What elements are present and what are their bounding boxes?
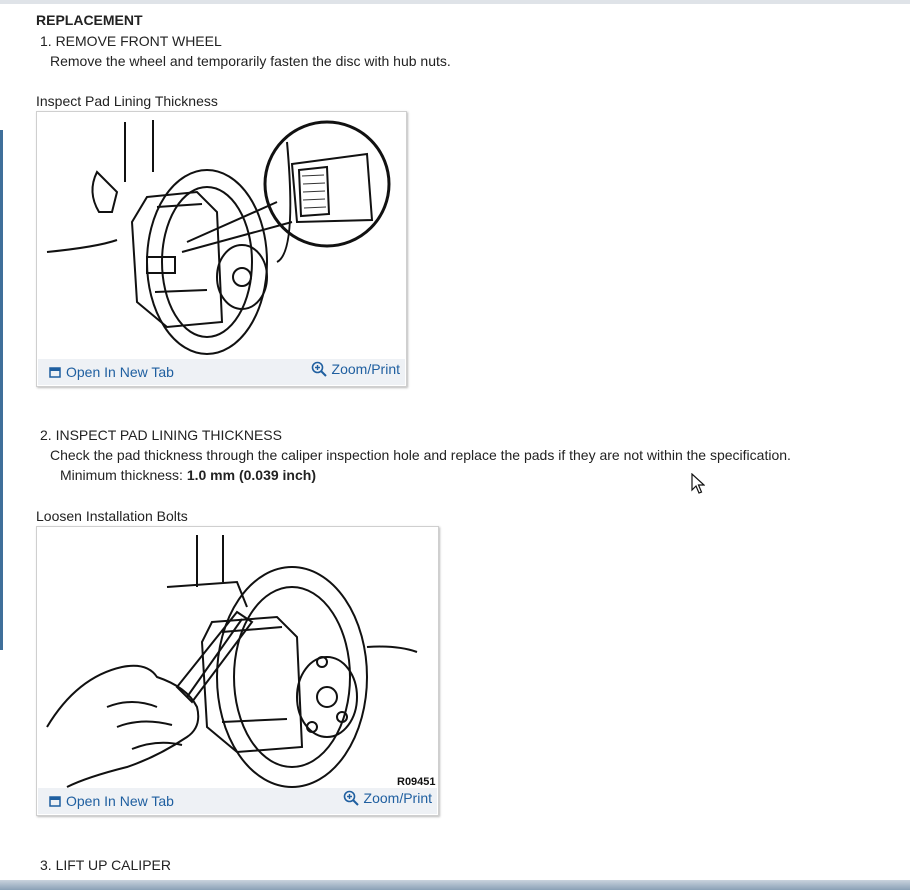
open-in-new-tab-link[interactable]: Open In New Tab (49, 793, 174, 809)
step-2-heading: 2. INSPECT PAD LINING THICKNESS (40, 427, 282, 443)
zoom-print-link[interactable]: Zoom/Print (343, 790, 432, 806)
brake-caliper-illustration (46, 120, 391, 355)
open-in-new-tab-link[interactable]: Open In New Tab (49, 364, 174, 380)
zoom-print-link[interactable]: Zoom/Print (311, 361, 400, 377)
spec-value: 1.0 mm (0.039 inch) (186, 467, 316, 483)
open-in-new-tab-label: Open In New Tab (66, 364, 174, 380)
figure-2-caption: Loosen Installation Bolts (36, 508, 188, 524)
step-1-text: Remove the wheel and temporarily fasten … (50, 53, 451, 69)
zoom-icon (311, 361, 327, 377)
window-top-border (0, 0, 910, 4)
zoom-print-label: Zoom/Print (363, 790, 432, 806)
section-title: REPLACEMENT (36, 12, 143, 28)
mouse-cursor-icon (691, 473, 705, 494)
open-new-tab-icon (49, 367, 61, 378)
spec-line: Minimum thickness: 1.0 mm (0.039 inch) (60, 467, 316, 483)
open-new-tab-icon (49, 796, 61, 807)
spec-label: Minimum thickness: (60, 467, 183, 483)
figure-2: R09451 Open In New Tab Zoom/Print (36, 526, 439, 816)
window-left-edge (0, 130, 3, 650)
figure-1-caption: Inspect Pad Lining Thickness (36, 93, 218, 109)
step-2-text: Check the pad thickness through the cali… (50, 447, 791, 463)
figure-2-toolbar: Open In New Tab Zoom/Print (38, 788, 437, 814)
figure-1-toolbar: Open In New Tab Zoom/Print (38, 359, 405, 385)
figure-1: Open In New Tab Zoom/Print (36, 111, 407, 387)
figure-code: R09451 (397, 776, 436, 788)
window-bottom-border (0, 880, 910, 890)
open-in-new-tab-label: Open In New Tab (66, 793, 174, 809)
zoom-print-label: Zoom/Print (331, 361, 400, 377)
loosen-bolts-illustration: R09451 (46, 535, 436, 788)
step-3-heading: 3. LIFT UP CALIPER (40, 857, 171, 873)
zoom-icon (343, 790, 359, 806)
step-1-heading: 1. REMOVE FRONT WHEEL (40, 33, 222, 49)
